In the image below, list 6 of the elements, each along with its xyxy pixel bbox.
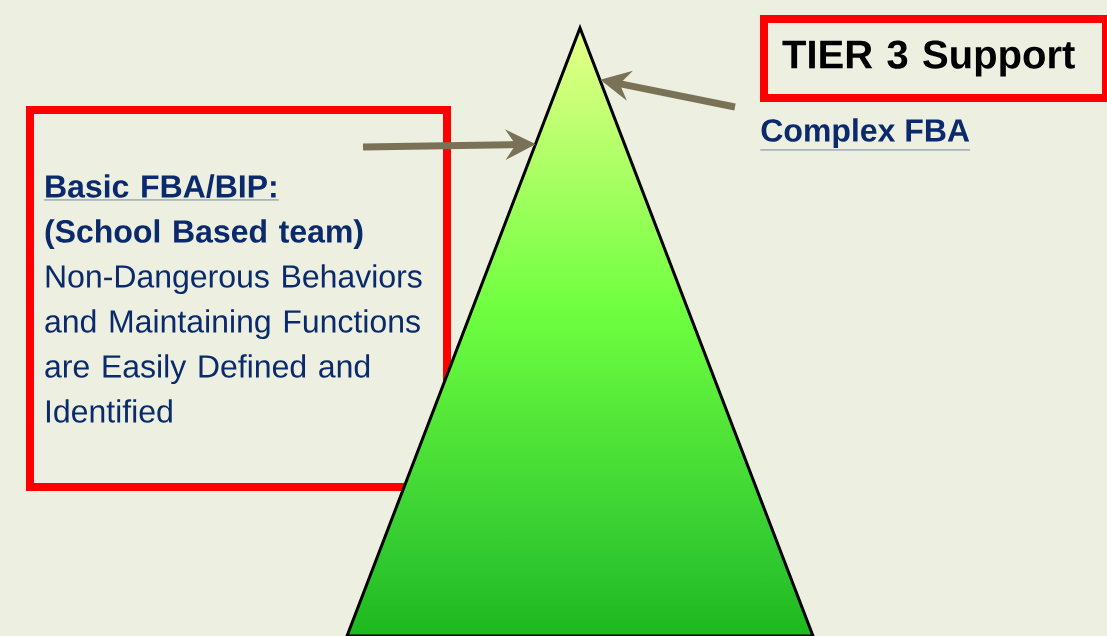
subheading: (School Based team) xyxy=(45,219,363,250)
text-box xyxy=(26,106,451,491)
link-heading: Complex FBA xyxy=(760,118,971,151)
heading: Basic FBA/BIP: xyxy=(43,174,279,201)
description: Non-Dangerous Behaviors and Maintaining Functions are Easily Defined and Identified xyxy=(45,264,422,423)
title-box: TIER 3 Support xyxy=(760,15,1107,102)
